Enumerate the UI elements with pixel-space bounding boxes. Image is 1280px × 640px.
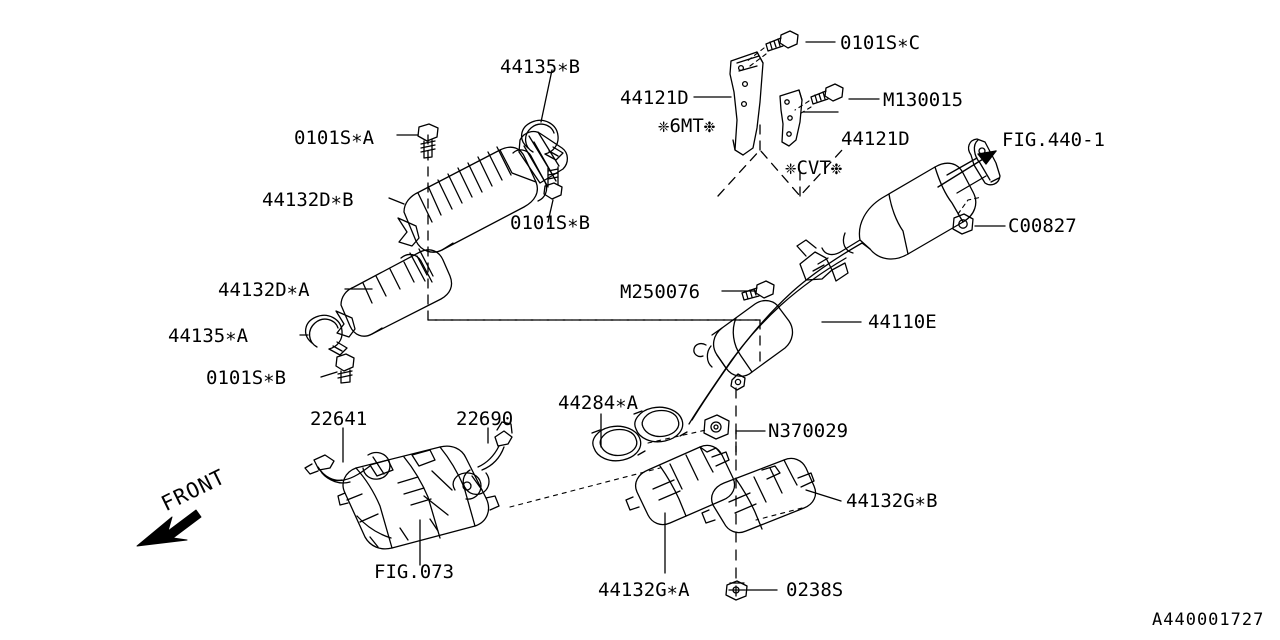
label-44132D-A: 44132D∗A — [218, 279, 310, 301]
label-0101S-A: 0101S∗A — [294, 127, 375, 149]
label-44135-A: 44135∗A — [168, 325, 249, 347]
nut-N370029 — [703, 414, 730, 440]
label-N370029: N370029 — [768, 420, 849, 442]
heat-shield-44132G-B — [701, 457, 817, 534]
center-pipe-44110E — [688, 239, 863, 425]
label-CVT-note: ❈CVT❉ — [785, 157, 843, 179]
sensor-22641 — [304, 451, 391, 484]
label-44121D-CVT: 44121D — [841, 128, 910, 150]
bracket-44121D-CVT — [779, 89, 803, 147]
cover-44132D-B — [397, 141, 557, 253]
label-22641: 22641 — [310, 408, 368, 430]
label-44132G-A: 44132G∗A — [598, 579, 690, 601]
leader-lines — [299, 41, 1006, 591]
label-44121D-6MT: 44121D — [620, 87, 689, 109]
nut-C00827 — [952, 213, 974, 235]
label-0101S-C: 0101S∗C — [840, 32, 921, 54]
label-44284-A: 44284∗A — [558, 392, 639, 414]
label-44132G-B: 44132G∗B — [846, 490, 938, 512]
label-C00827: C00827 — [1008, 215, 1077, 237]
bolt-0101S-C — [765, 30, 799, 52]
bolt-0101S-A-head — [417, 123, 439, 159]
clamp-44135-B — [521, 119, 564, 161]
front-arrow — [136, 509, 202, 547]
manifold-fig073 — [337, 445, 500, 550]
label-44132D-B: 44132D∗B — [262, 189, 354, 211]
bolt-0101S-B-lower-head — [335, 353, 355, 384]
rear-muffler — [821, 138, 1001, 260]
label-22690: 22690 — [456, 408, 514, 430]
label-M130015: M130015 — [883, 89, 964, 111]
label-FIG-440-1[interactable]: FIG.440-1 — [1002, 129, 1105, 151]
bracket-44121D-6MT — [729, 51, 764, 156]
label-44135-B: 44135∗B — [500, 56, 581, 78]
label-0101S-B-upper: 0101S∗B — [510, 212, 591, 234]
label-M250076: M250076 — [620, 281, 701, 303]
cover-44132D-A — [335, 248, 453, 338]
label-0101S-B-lower: 0101S∗B — [206, 367, 287, 389]
label-6MT-note: ❈6MT❉ — [658, 115, 716, 137]
label-FIG-073[interactable]: FIG.073 — [374, 561, 455, 583]
sensor-22690 — [462, 421, 513, 496]
clamp-44135-A — [305, 314, 348, 356]
drawing-number: A440001727 — [1152, 610, 1265, 630]
bolt-M130015 — [810, 83, 844, 105]
gasket-44284A-2 — [633, 406, 688, 443]
fig-440-1-arrow — [937, 150, 997, 188]
nut-0238S — [725, 580, 748, 601]
label-44110E: 44110E — [868, 311, 937, 333]
label-0238S: 0238S — [786, 579, 844, 601]
part-leaders — [509, 429, 803, 521]
bolt-0101S-B-upper-head — [543, 166, 563, 200]
heat-shield-44132G-A — [625, 444, 736, 526]
